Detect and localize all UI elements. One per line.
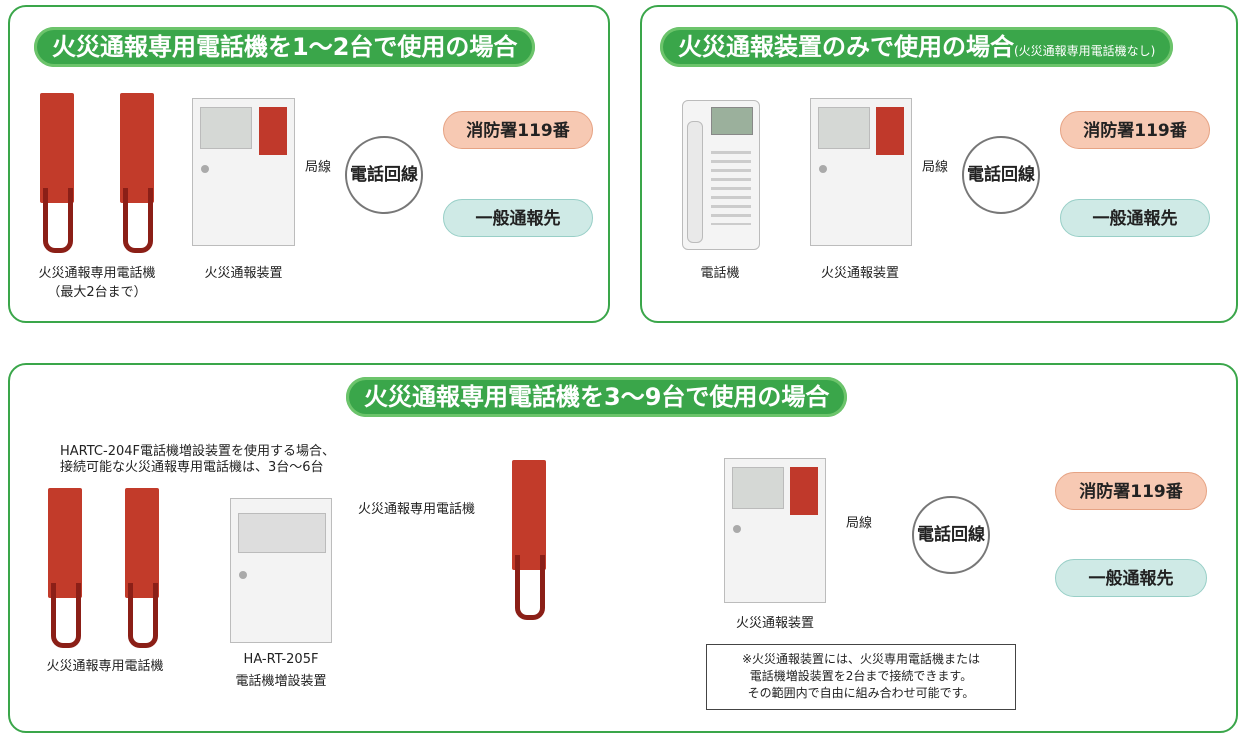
device-label: 火災通報装置 xyxy=(820,266,899,281)
fire-dept-badge: 消防署119番 xyxy=(443,111,593,149)
panel-1-2-phones: 火災通報専用電話機を1～2台で使用の場合 xyxy=(8,5,610,323)
connection-footnote: ※火災通報装置には、火災専用電話機または 電話機増設装置を2台まで接続できます。… xyxy=(706,644,1016,710)
panel2-title: 火災通報装置のみで使用の場合(火災通報専用電話機なし) xyxy=(660,27,1174,67)
fire-phone-icon xyxy=(512,460,546,620)
expander-name-label: 電話機増設装置 xyxy=(235,674,327,689)
phones-label: 火災通報専用電話機 xyxy=(46,659,164,674)
mid-phone-label: 火災通報専用電話機 xyxy=(358,502,476,517)
panel2-title-suffix: (火災通報専用電話機なし) xyxy=(1014,44,1156,58)
footnote-line1: ※火災通報装置には、火災専用電話機または xyxy=(741,652,981,666)
trunk-label: 局線 xyxy=(922,160,949,175)
phone-label-sub: （最大2台まで） xyxy=(47,285,147,300)
phone-label: 火災通報専用電話機 xyxy=(38,266,156,281)
phone-label: 電話機 xyxy=(700,266,740,281)
fire-phone-icon xyxy=(40,93,74,253)
general-dest-badge: 一般通報先 xyxy=(1060,199,1210,237)
panel-3-9-phones: 火災通報専用電話機を3～9台で使用の場合 xyxy=(8,363,1238,733)
footnote-line3: その範囲内で自由に組み合わせ可能です。 xyxy=(747,686,975,700)
expander-note-line1: HARTC-204F電話機増設装置を使用する場合、 xyxy=(60,444,335,459)
fire-phone-icon xyxy=(48,488,82,648)
fire-dept-badge: 消防署119番 xyxy=(1060,111,1210,149)
panel2-title-main: 火災通報装置のみで使用の場合 xyxy=(678,33,1014,61)
general-dest-badge: 一般通報先 xyxy=(443,199,593,237)
fire-dept-badge: 消防署119番 xyxy=(1055,472,1207,510)
desk-phone-icon xyxy=(682,100,760,250)
footnote-line2: 電話機増設装置を2台まで接続できます。 xyxy=(749,669,973,683)
phone-line-circle: 電話回線 xyxy=(345,136,423,214)
device-label: 火災通報装置 xyxy=(735,616,814,631)
trunk-label: 局線 xyxy=(305,160,332,175)
expander-model-label: HA-RT-205F xyxy=(243,652,319,667)
trunk-label: 局線 xyxy=(846,516,873,531)
panel1-title: 火災通報専用電話機を1～2台で使用の場合 xyxy=(34,27,536,67)
fire-phone-icon xyxy=(120,93,154,253)
phone-line-circle: 電話回線 xyxy=(912,496,990,574)
general-dest-badge: 一般通報先 xyxy=(1055,559,1207,597)
fire-alarm-device-icon xyxy=(724,458,826,603)
panel3-title: 火災通報専用電話機を3～9台で使用の場合 xyxy=(346,377,848,417)
phone-expander-icon xyxy=(230,498,332,643)
fire-alarm-device-icon xyxy=(810,98,912,246)
expander-note-line2: 接続可能な火災通報専用電話機は、3台～6台 xyxy=(60,460,324,475)
fire-phone-icon xyxy=(125,488,159,648)
phone-line-circle: 電話回線 xyxy=(962,136,1040,214)
device-label: 火災通報装置 xyxy=(204,266,283,281)
fire-alarm-device-icon xyxy=(192,98,295,246)
